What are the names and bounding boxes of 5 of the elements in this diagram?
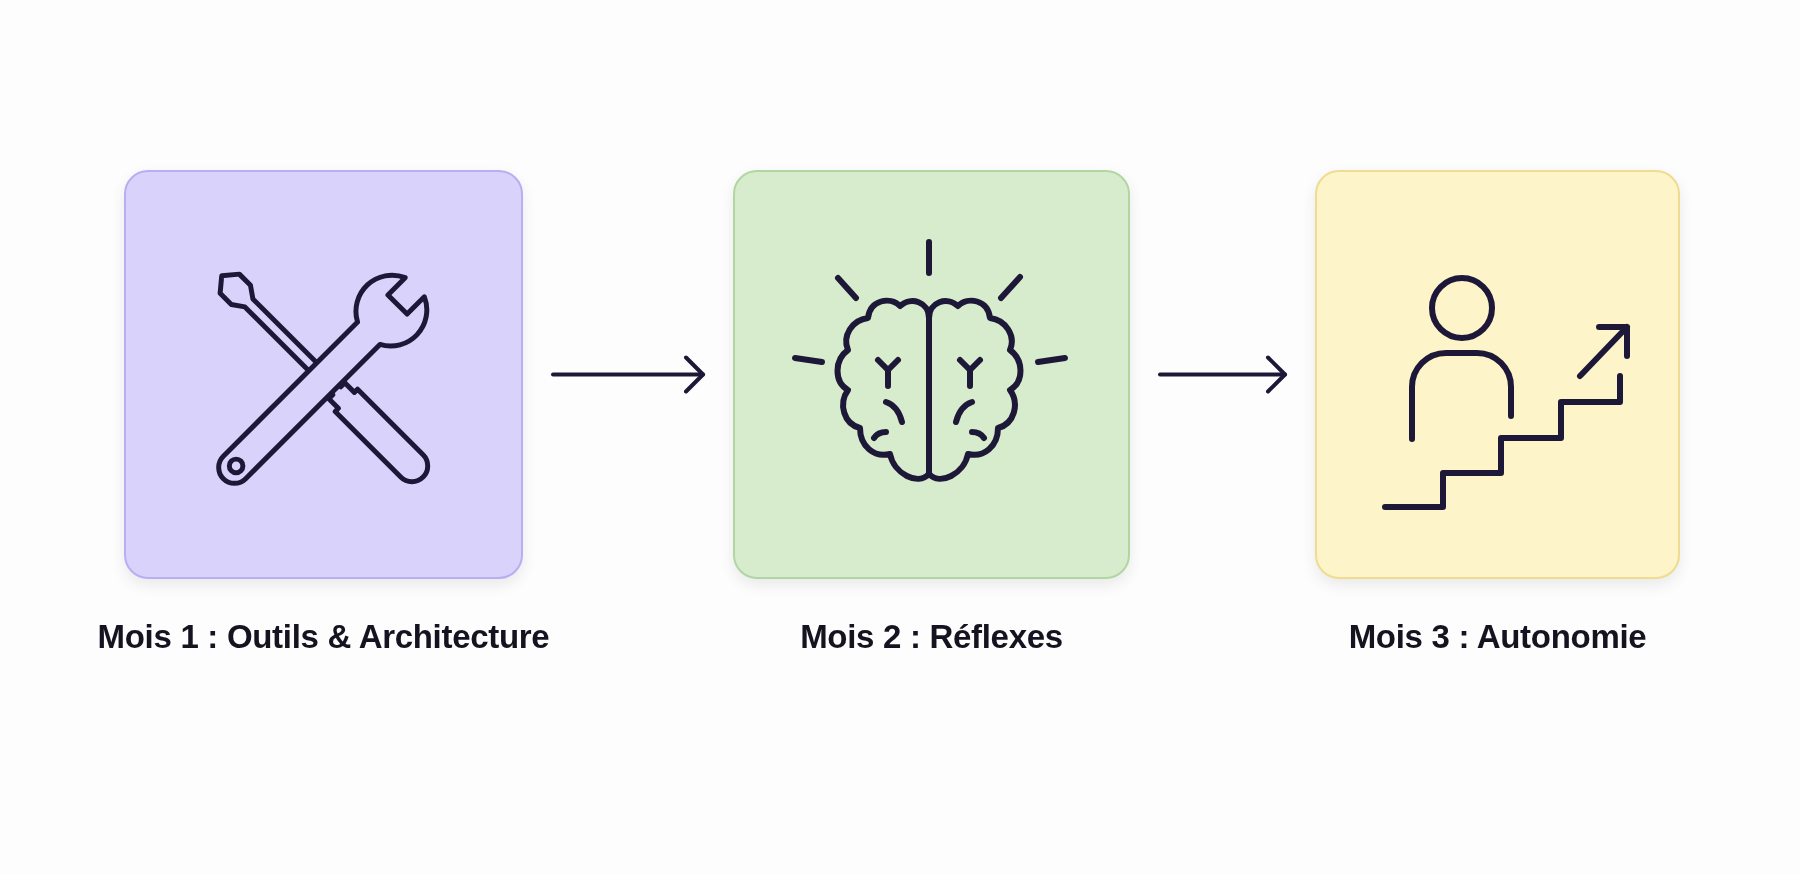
stage-title: Mois 1 : Outils & Architecture: [97, 617, 550, 657]
stage-title: Mois 3 : Autonomie: [1348, 617, 1647, 657]
arrow: [551, 355, 705, 394]
stage-title: Mois 2 : Réflexes: [800, 617, 1063, 657]
arrow: [1158, 355, 1287, 394]
